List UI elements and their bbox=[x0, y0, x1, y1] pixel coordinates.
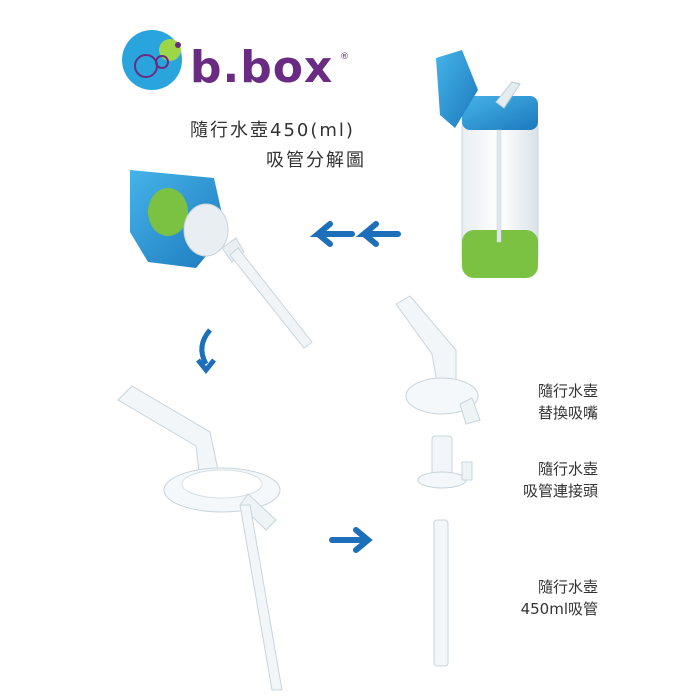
product-title: 隨行水壺450(ml) bbox=[190, 120, 355, 141]
diagram-subtitle: 吸管分解圖 bbox=[266, 150, 366, 171]
registered-mark: ® bbox=[340, 52, 349, 62]
water-bottle-image bbox=[436, 50, 539, 278]
part-label-line: 450ml吸管 bbox=[520, 600, 598, 618]
part-label-line: 吸管連接頭 bbox=[522, 482, 598, 500]
straw-part-image bbox=[433, 519, 449, 667]
connector-part-image bbox=[417, 435, 473, 489]
part-label-line: 隨行水壺 bbox=[537, 460, 598, 478]
brand-logo-icon bbox=[122, 30, 182, 90]
part-label-line: 隨行水壺 bbox=[537, 578, 598, 596]
arrow-down-curved-icon bbox=[196, 328, 216, 375]
brand-logo-text: b.box bbox=[190, 42, 334, 93]
part-label-straw: 隨行水壺 450ml吸管 bbox=[458, 576, 598, 620]
arrow-left-icon bbox=[309, 221, 401, 247]
spout-part-image bbox=[395, 295, 481, 425]
arrow-right-icon bbox=[329, 527, 373, 553]
part-label-line: 隨行水壺 bbox=[537, 382, 598, 400]
assembled-straw-image bbox=[117, 385, 283, 691]
part-label-connector: 隨行水壺 吸管連接頭 bbox=[458, 458, 598, 502]
part-label-spout: 隨行水壺 替換吸嘴 bbox=[458, 380, 598, 424]
part-label-line: 替換吸嘴 bbox=[537, 404, 598, 422]
lid-assembly-image bbox=[130, 170, 313, 349]
